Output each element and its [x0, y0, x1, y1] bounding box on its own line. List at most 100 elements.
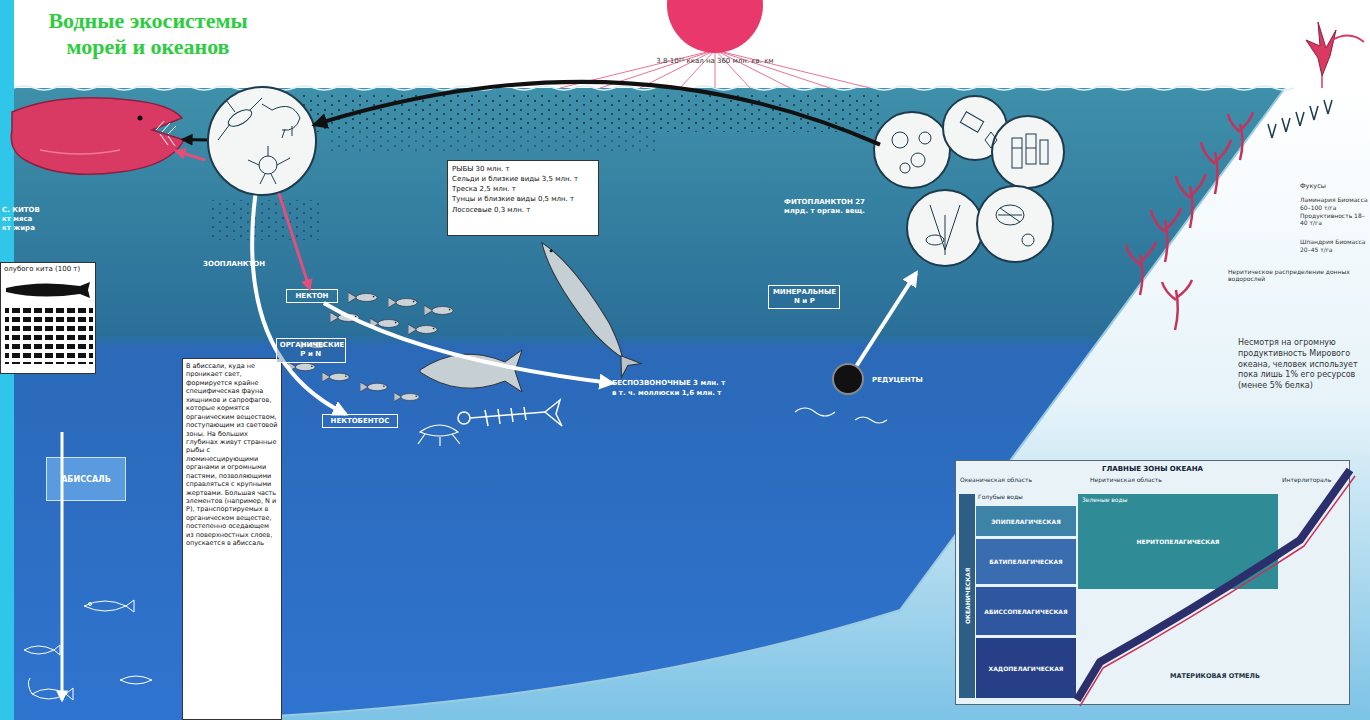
- text-group: ЭПИПЕЛАГИЧЕСКАЯ: [976, 506, 1076, 536]
- text-group: ЗООПЛАНКТОН: [203, 260, 323, 268]
- text-group: АБИССАЛЬ: [47, 458, 125, 500]
- node-heading: ЗООПЛАНКТОН: [203, 260, 323, 268]
- node-heading: РЕДУЦЕНТЫ: [872, 376, 942, 384]
- text-group: НЕКТОБЕНТОС: [323, 415, 397, 427]
- zone-band: БАТИПЕЛАГИЧЕСКАЯ: [976, 539, 1076, 584]
- food-arrow: [176, 151, 205, 160]
- zone-band: ОКЕАНИЧЕСКАЯ: [959, 494, 975, 698]
- plankton-dots: [300, 94, 880, 132]
- flow-arrow: [279, 193, 310, 289]
- text-group: олубого кита (100 т): [4, 265, 92, 273]
- whale-figure: С. КИТОВкт мясакт жира: [8, 92, 183, 184]
- text-group: НЕКТОН: [287, 290, 337, 302]
- node-text: кт жира: [2, 224, 102, 233]
- deep-fish: [24, 600, 152, 700]
- note-text: Неритическое распределение донных водоро…: [1228, 268, 1366, 282]
- note-text: Зеленые воды: [1082, 496, 1192, 503]
- text-group: БАТИПЕЛАГИЧЕСКАЯ: [976, 539, 1076, 584]
- flow-arrow: [315, 82, 881, 145]
- zones-inset: ГЛАВНЫЕ ЗОНЫ ОКЕАНА ЭПИПЕЛАГИЧЕСКАЯ НЕРИТО…: [955, 460, 1350, 705]
- text-group: РЫБЫ 30 млн. тСельди и близкие виды 3,5 …: [452, 164, 594, 215]
- flow-arrow: [857, 273, 917, 366]
- phytoplankton-group: ФИТОПЛАНКТОН 27 млрд. т орган. вещ.: [880, 98, 1065, 273]
- seabird: [1306, 22, 1364, 88]
- text-group: ОКЕАНИЧЕСКАЯ: [959, 494, 975, 698]
- text-group: НЕРИТОПЕЛАГИЧЕСКАЯ: [1078, 494, 1278, 589]
- depth-arrow: [61, 432, 64, 700]
- flow-arrow: [324, 303, 612, 383]
- node-heading: ФИТОПЛАНКТОН 27 млрд. т орган. вещ.: [784, 198, 876, 216]
- zone-band: ЭПИПЕЛАГИЧЕСКАЯ: [976, 506, 1076, 536]
- sun-rays: [560, 50, 870, 88]
- fish-school: [288, 292, 453, 401]
- flow-arrow: [183, 138, 207, 141]
- node-heading: БАТИПЕЛАГИЧЕСКАЯ: [989, 558, 1062, 565]
- note-text: Голубые воды: [978, 493, 1076, 500]
- node-heading: АБИССАЛЬ: [61, 475, 111, 484]
- note-text: Фукусы: [1300, 182, 1360, 190]
- node-heading: НЕРИТОПЕЛАГИЧЕСКАЯ: [1137, 538, 1220, 545]
- diagram-title: Водные экосистемы морей и океанов: [28, 8, 268, 61]
- text-group: 3,8·10²⁰ ккал на 360 млн. кв. км: [655, 57, 775, 65]
- text-group: АБИССОПЕЛАГИЧЕСКАЯ: [976, 587, 1076, 635]
- note-text: Ламинария Биомасса 60–100 т/га Продуктив…: [1300, 196, 1368, 227]
- text-group: БЕСПОЗВОНОЧНЫЕ 3 млн. тв т. ч. моллюски …: [612, 379, 792, 399]
- note-text: Интерлитораль: [1282, 476, 1348, 483]
- fish-skeleton: [458, 400, 562, 426]
- node-heading: НЕКТОН: [296, 292, 329, 300]
- benthos-animals: [418, 408, 887, 446]
- nektobenthos-tag: НЕКТОБЕНТОС: [322, 414, 398, 428]
- note-text: Несмотря на огромную продуктивность Миро…: [1238, 338, 1366, 392]
- whale-drawing: [11, 98, 184, 175]
- edge-label: МИНЕРАЛЬНЫЕ N и P: [768, 285, 840, 309]
- node-text: Сельди и близкие виды 3,5 млн. т: [452, 174, 594, 184]
- node-heading: В абиссали, куда не проникает свет, форм…: [186, 362, 278, 548]
- zone-band: ХАДОПЕЛАГИЧЕСКАЯ: [976, 638, 1076, 698]
- node-heading: 3,8·10²⁰ ккал на 360 млн. кв. км: [655, 57, 775, 65]
- text-group: В абиссали, куда не проникает свет, форм…: [186, 362, 278, 548]
- sun-disc: 3,8·10²⁰ ккал на 360 млн. кв. км: [667, 0, 763, 53]
- note-text: Океаническая область: [960, 476, 1060, 483]
- text-group: ФИТОПЛАНКТОН 27 млрд. т орган. вещ.: [784, 198, 876, 216]
- invertebrates-tag: БЕСПОЗВОНОЧНЫЕ 3 млн. тв т. ч. моллюски …: [612, 379, 792, 409]
- predator-fish: [532, 236, 641, 378]
- text-group: С. КИТОВкт мясакт жира: [2, 206, 102, 233]
- note-text: МАТЕРИКОВАЯ ОТМЕЛЬ: [1170, 672, 1300, 680]
- fucus-algae: [1126, 112, 1253, 330]
- node-heading: АБИССОПЕЛАГИЧЕСКАЯ: [984, 608, 1067, 615]
- zooplankton-sketch: [218, 98, 300, 184]
- node-text: Треска 2,5 млн. т: [452, 184, 594, 194]
- node-text: в т. ч. моллюски 1,6 млн. т: [612, 389, 792, 399]
- node-heading: ОКЕАНИЧЕСКАЯ: [964, 568, 971, 624]
- sea-floor: [190, 88, 1370, 720]
- tuna-fish: [420, 350, 522, 392]
- phytoplankton-circles: [874, 96, 1064, 266]
- flow-arrow: [252, 196, 346, 414]
- node-text: Лососевые 0,3 млн. т: [452, 205, 594, 215]
- wave-line: [14, 86, 1294, 90]
- inset-slope: [1077, 470, 1355, 706]
- distant-algae: [1268, 100, 1332, 138]
- edge-label: ОРГАНИЧЕСКИЕ P и N: [276, 338, 346, 362]
- note-text: Неритическая область: [1090, 476, 1210, 483]
- scale-box: олубого кита (100 т): [0, 262, 96, 374]
- text-group: ГЛАВНЫЕ ЗОНЫ ОКЕАНА: [956, 465, 1349, 473]
- text-group: ХАДОПЕЛАГИЧЕСКАЯ: [976, 638, 1076, 698]
- note-text: Шпандрия Биомасса 20–45 т/га: [1300, 238, 1368, 254]
- node-heading: ЭПИПЕЛАГИЧЕСКАЯ: [991, 518, 1061, 525]
- node-heading: олубого кита (100 т): [4, 265, 92, 273]
- zooplankton-circle: ЗООПЛАНКТОН: [207, 86, 317, 196]
- scale-figures: [5, 282, 93, 364]
- node-heading: ХАДОПЕЛАГИЧЕСКАЯ: [989, 665, 1064, 672]
- plankton-dots: [330, 132, 660, 154]
- node-heading: РЫБЫ 30 млн. т: [452, 164, 594, 174]
- fish-table: РЫБЫ 30 млн. тСельди и близкие виды 3,5 …: [447, 160, 599, 236]
- abyssal-tag: АБИССАЛЬ: [46, 457, 126, 501]
- nekton-tag: НЕКТОН: [286, 289, 338, 303]
- abyss-note: В абиссали, куда не проникает свет, форм…: [182, 358, 282, 720]
